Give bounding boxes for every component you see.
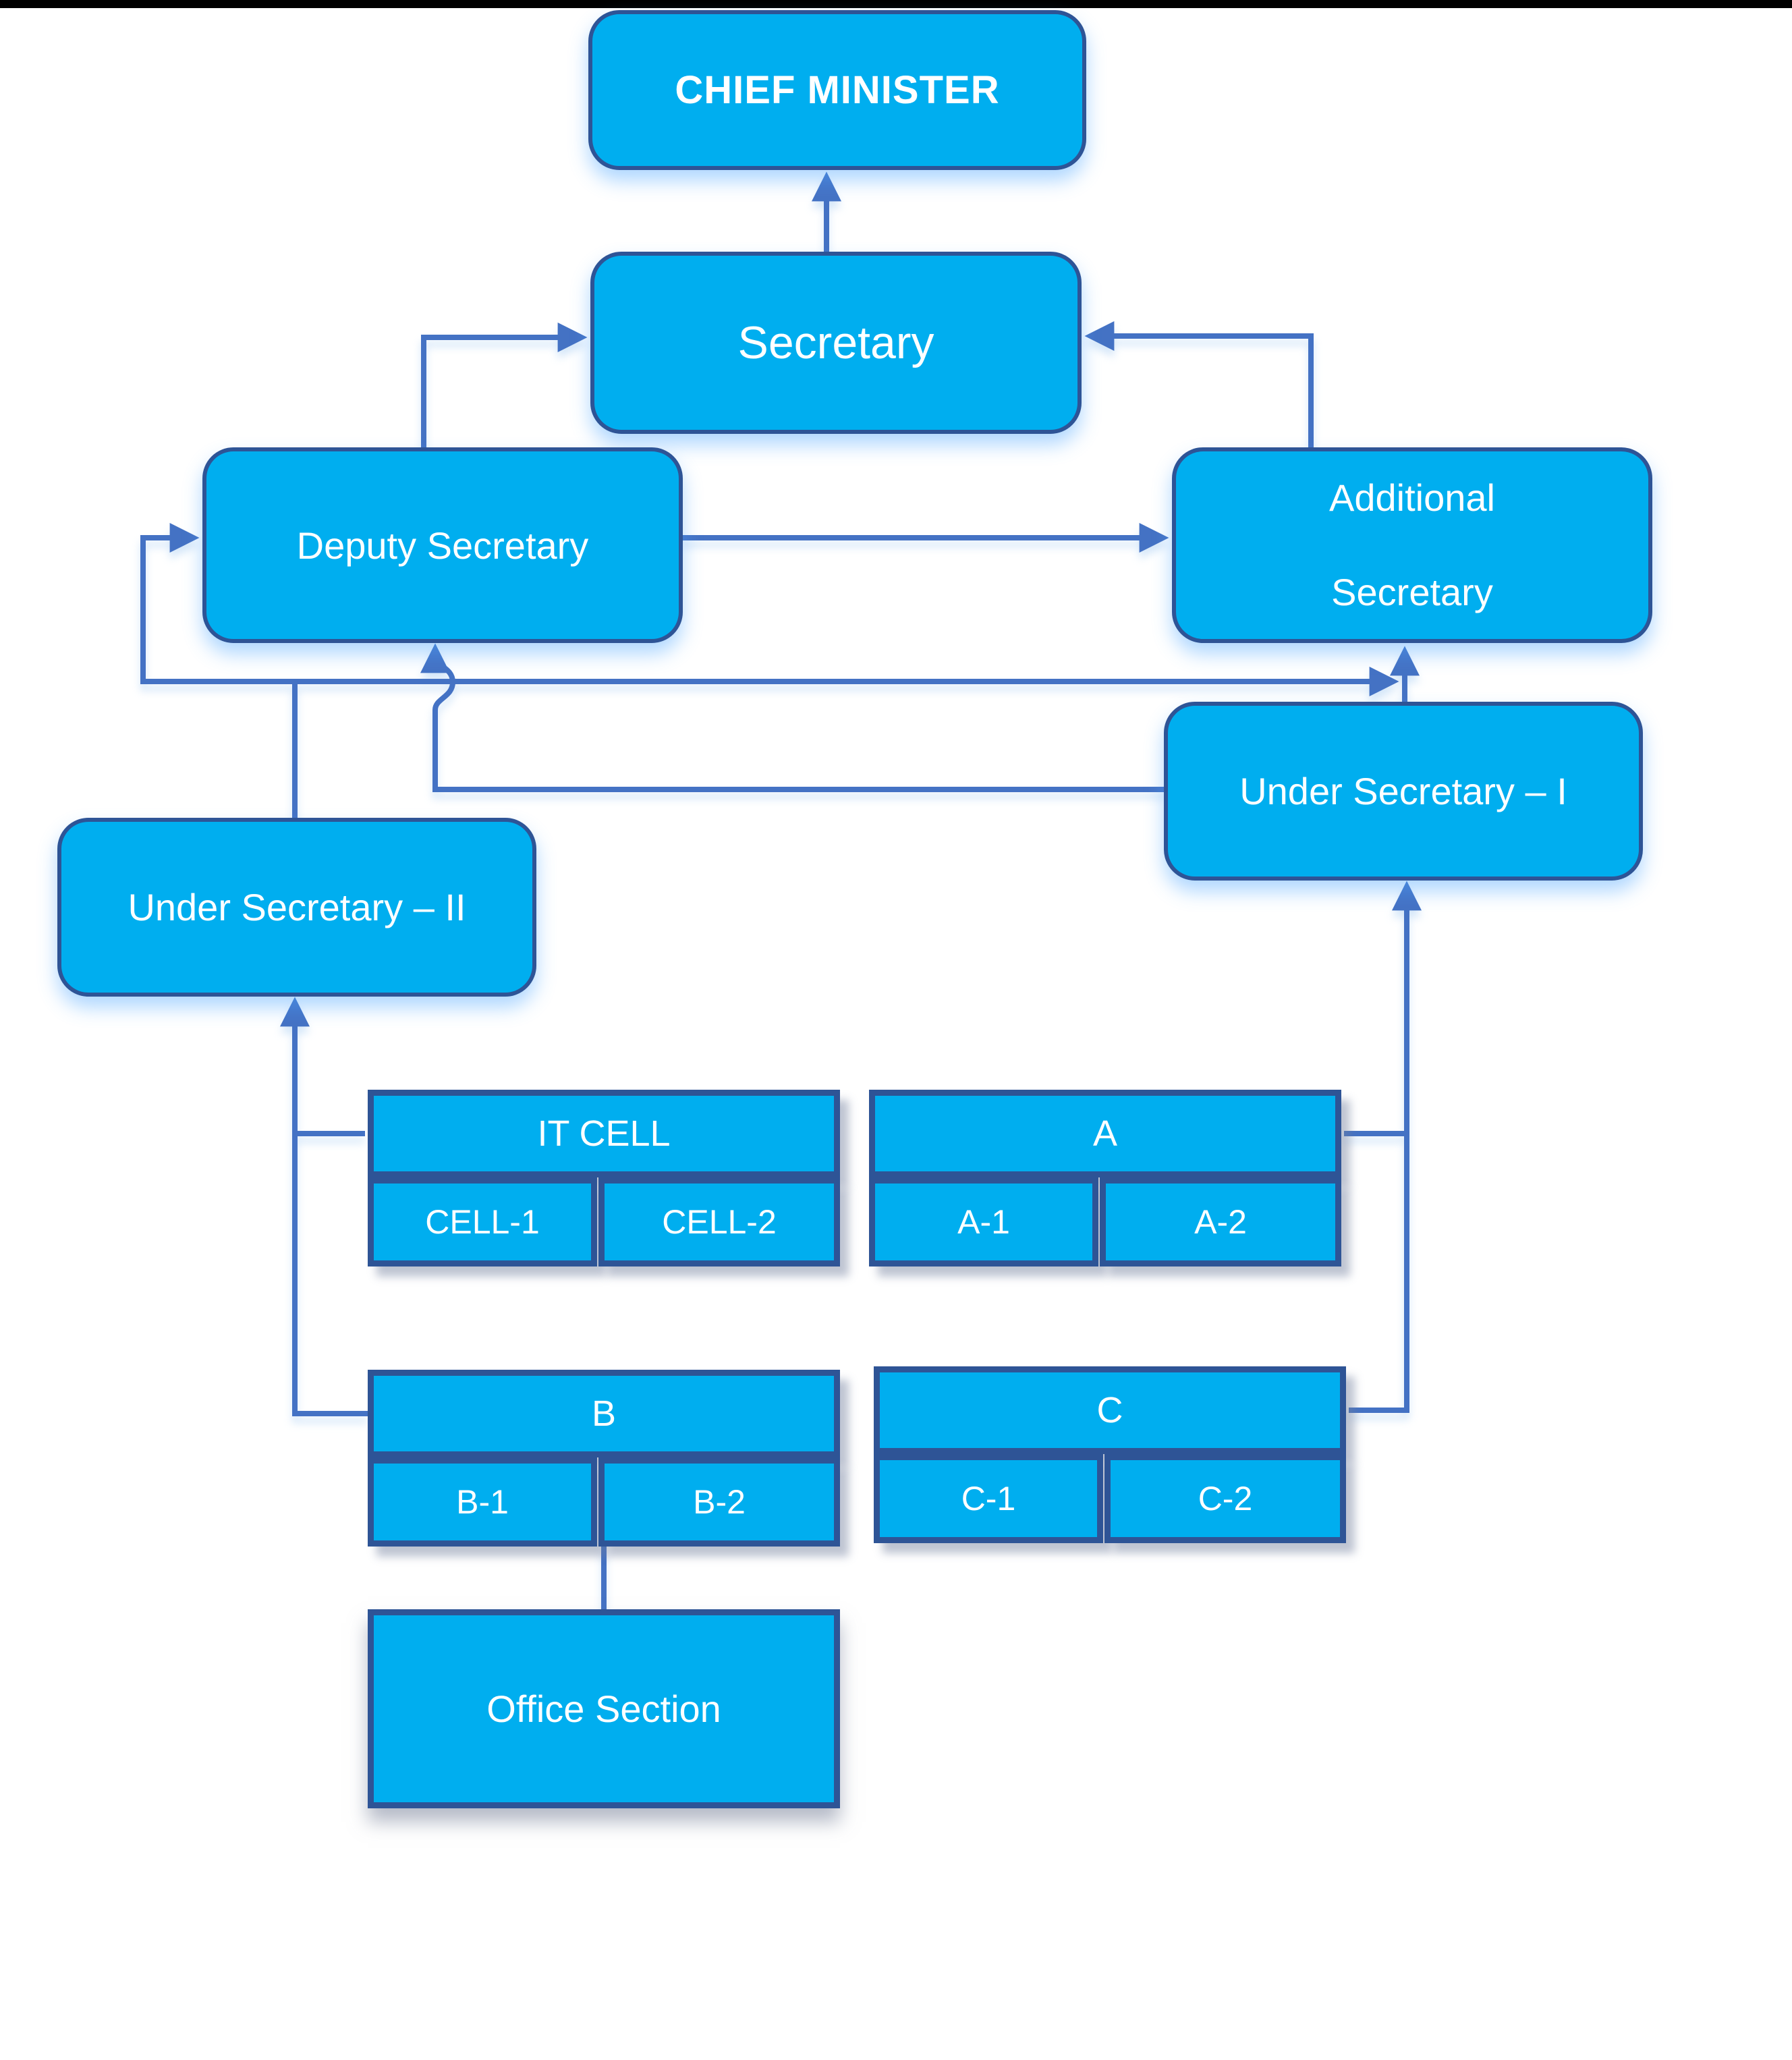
node-c-1-label: C-1: [961, 1480, 1016, 1518]
connector-deputy-to-secretary: [421, 323, 588, 447]
node-cell-1-label: CELL-1: [425, 1203, 540, 1241]
node-deputy-secretary: Deputy Secretary: [202, 447, 683, 643]
node-section-a-label: A: [1092, 1113, 1118, 1154]
node-b-2: B-2: [598, 1457, 840, 1547]
node-a-2-label: A-2: [1194, 1203, 1247, 1241]
node-c-1: C-1: [874, 1454, 1103, 1543]
connector-elbow-into-deputy-left: [140, 523, 200, 684]
node-under-secretary-2: Under Secretary – II: [57, 818, 536, 997]
node-c-2-label: C-2: [1198, 1480, 1253, 1518]
connector-rail-left-to-undersec2: [280, 997, 368, 1416]
node-b-2-label: B-2: [693, 1483, 746, 1521]
node-deputy-secretary-label: Deputy Secretary: [296, 524, 589, 567]
node-cell-2-label: CELL-2: [662, 1203, 777, 1241]
node-office-section-label: Office Section: [486, 1688, 721, 1730]
connector-rail-right-to-undersec1: [1349, 881, 1422, 1413]
node-under-secretary-1: Under Secretary – I: [1164, 702, 1643, 881]
node-a-2: A-2: [1100, 1177, 1341, 1266]
node-under-secretary-1-label: Under Secretary – I: [1239, 770, 1567, 812]
node-section-b-label: B: [591, 1393, 617, 1434]
node-section-c-label: C: [1096, 1390, 1123, 1430]
node-c-2: C-2: [1104, 1454, 1346, 1543]
node-a-1: A-1: [869, 1177, 1098, 1266]
node-cell-1: CELL-1: [368, 1177, 597, 1266]
node-it-cell-label: IT CELL: [537, 1113, 671, 1154]
node-chief-minister: CHIEF MINISTER: [588, 10, 1086, 170]
node-a-1-label: A-1: [957, 1203, 1010, 1241]
node-under-secretary-2-label: Under Secretary – II: [128, 886, 466, 928]
node-secretary: Secretary: [590, 252, 1082, 434]
node-it-cell: IT CELL: [368, 1090, 840, 1177]
connector-additional-to-secretary: [1084, 321, 1314, 447]
node-section-c: C: [874, 1366, 1346, 1454]
node-secretary-label: Secretary: [737, 317, 934, 368]
node-b-1-label: B-1: [456, 1483, 509, 1521]
node-chief-minister-label: CHIEF MINISTER: [675, 68, 1000, 112]
node-additional-secretary-label: Additional Secretary: [1329, 476, 1495, 613]
node-office-section: Office Section: [368, 1609, 840, 1808]
connector-undersec1-to-deputy-hop: [420, 643, 1164, 792]
node-section-a: A: [869, 1090, 1341, 1177]
top-black-bar: [0, 0, 1792, 8]
node-section-b: B: [368, 1370, 840, 1457]
node-b-1: B-1: [368, 1457, 597, 1547]
node-additional-secretary: Additional Secretary: [1172, 447, 1652, 643]
node-cell-2: CELL-2: [598, 1177, 840, 1266]
